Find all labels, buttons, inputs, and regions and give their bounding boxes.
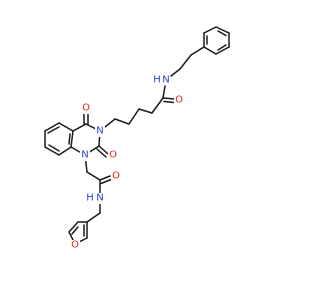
bond [100,178,112,185]
acetamide-nitrogen-label: N [96,193,103,204]
bond [215,46,230,55]
label-background [70,240,80,251]
bond [68,221,79,233]
bond [217,30,227,37]
bond [71,226,79,235]
bond [86,212,101,223]
bond [72,123,87,132]
bonds [44,26,230,245]
bond [203,46,217,55]
bond [215,26,230,34]
furan-oxygen-label: O [71,240,79,251]
bond [217,44,227,51]
bond [114,118,130,125]
bond [44,146,60,156]
bond [163,100,175,104]
label-background [111,171,121,182]
bond [190,46,205,56]
bond [138,108,153,114]
bond [179,54,192,70]
bond [203,26,217,34]
amide-hydrogen-label: H [153,75,161,86]
bond [68,133,71,145]
amide-oxygen-label: O [175,95,183,106]
bond [98,145,109,155]
bond [96,148,107,158]
label-background [95,126,105,137]
acetamide-oxygen-label: O [112,171,120,182]
label-background [174,95,184,106]
bond [162,97,176,100]
label-background [81,103,91,114]
carbonyl-oxygen-4-label: O [82,103,90,114]
bond [48,144,60,152]
bond [47,126,60,134]
bond [99,175,111,181]
label-background [80,150,90,161]
bond [151,97,164,114]
label-background [161,74,170,85]
acetamide-hydrogen-label: H [86,193,94,204]
label-background [153,74,161,85]
label-background [95,193,105,204]
molecule-structure: N H O O N O N O N H O [44,26,230,251]
ring-nitrogen-1-label: N [81,150,88,161]
carbonyl-oxygen-2-label: O [109,150,117,161]
label-background [86,193,95,204]
bond [44,122,60,132]
bond [58,122,74,132]
bond [86,171,101,181]
ring-nitrogen-3-label: N [96,126,103,137]
amide-nitrogen-label: N [162,75,169,86]
atom-labels: N H O O N O N O N H O [70,74,184,251]
label-background [108,150,118,161]
bond [58,146,72,156]
bond [70,130,74,148]
bond [162,85,166,99]
bond [128,108,140,125]
bond [170,68,181,77]
